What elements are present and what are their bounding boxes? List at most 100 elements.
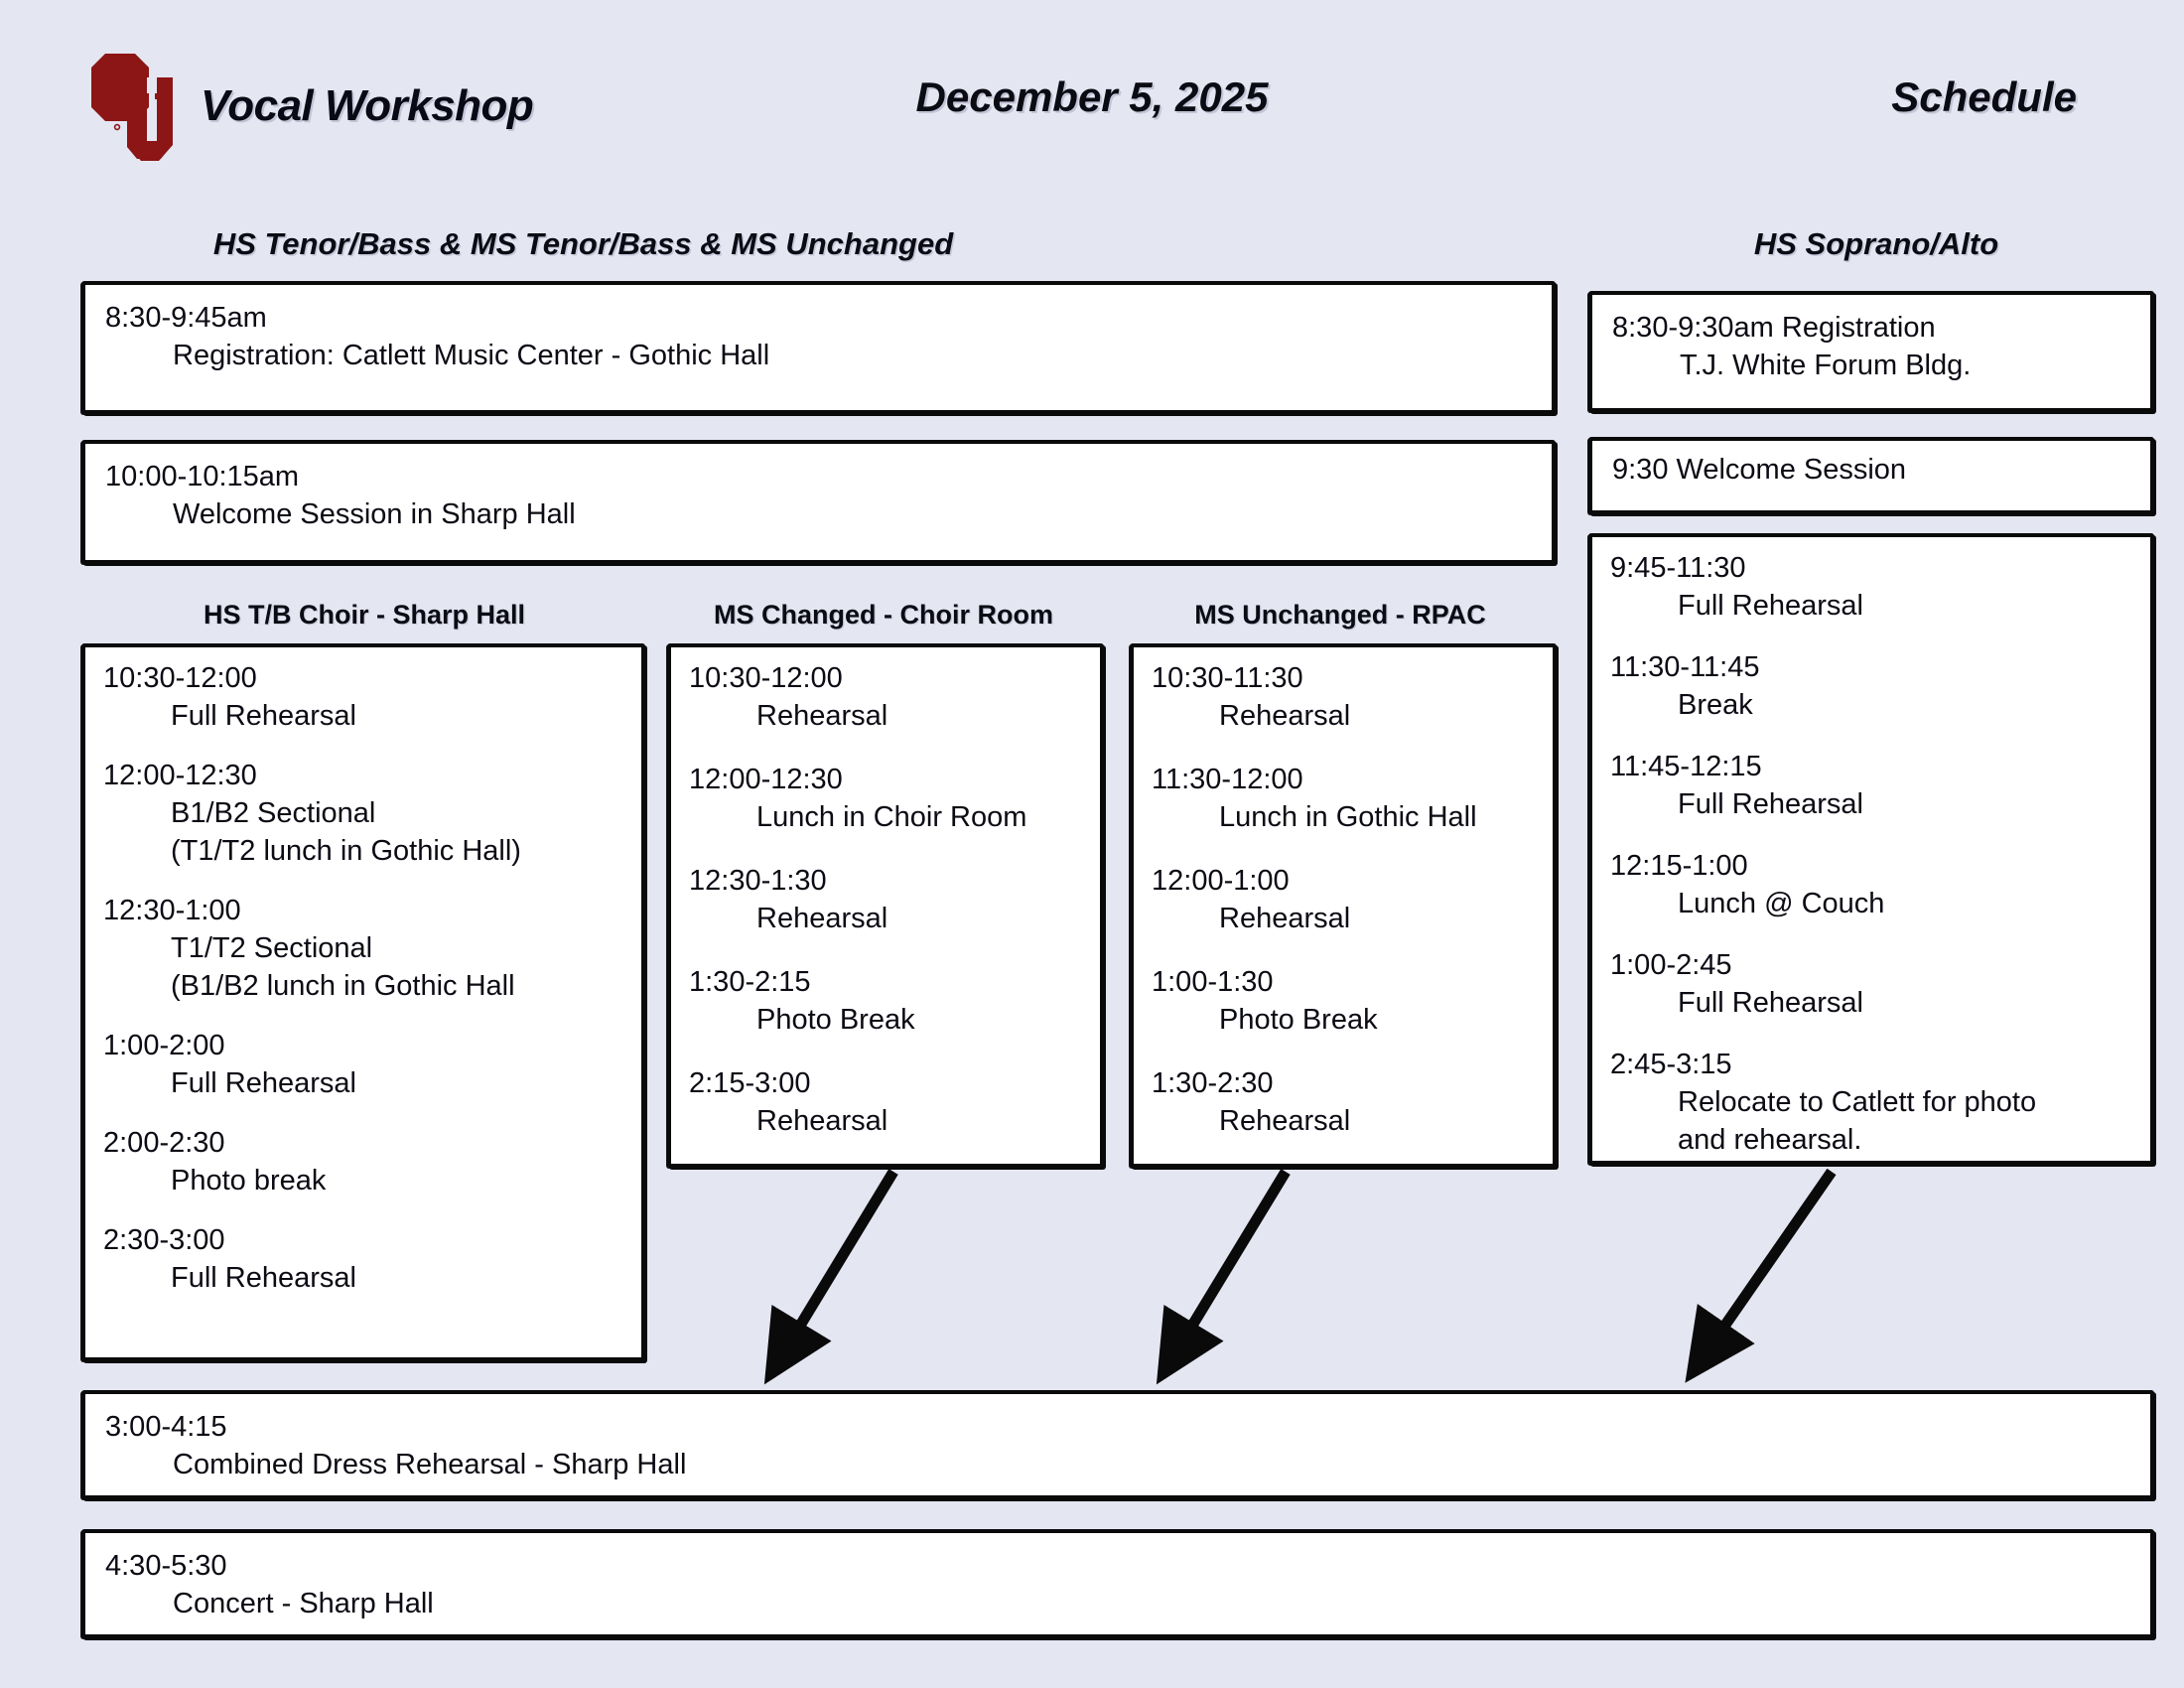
heading-ms-unchanged: MS Unchanged - RPAC: [1194, 600, 1486, 630]
entry-desc: Full Rehearsal: [1678, 788, 1863, 820]
entry-time: 10:30-12:00: [103, 662, 257, 694]
entry-time: 12:00-1:00: [1152, 865, 1290, 897]
header-date: December 5, 2025: [915, 73, 1269, 120]
box-combined-dress-rehearsal: 3:00-4:15 Combined Dress Rehearsal - Sha…: [81, 1390, 2154, 1499]
entry-desc-secondary: (T1/T2 lunch in Gothic Hall): [171, 835, 521, 867]
entry-time: 2:00-2:30: [103, 1127, 225, 1159]
entry-time: 9:30 Welcome Session: [1612, 454, 1907, 486]
entry-time: 4:30-5:30: [105, 1550, 227, 1582]
entry-desc: Rehearsal: [756, 700, 888, 732]
entry-desc: Combined Dress Rehearsal - Sharp Hall: [173, 1449, 687, 1480]
brand-title: Vocal Workshop: [201, 81, 534, 130]
page-title: Schedule: [1891, 73, 2077, 120]
box-registration-right: 8:30-9:30am Registration T.J. White Foru…: [1588, 291, 2154, 412]
entry-spacer: [1610, 625, 2136, 648]
entry-desc: Full Rehearsal: [1678, 590, 1863, 622]
entry-time: 12:00-12:30: [103, 760, 257, 791]
flow-arrow: [1685, 1168, 1837, 1383]
entry-spacer: [1610, 724, 2136, 748]
entry-time: 12:00-12:30: [689, 764, 843, 795]
entry-time: 1:30-2:30: [1152, 1067, 1274, 1099]
entry-desc: Full Rehearsal: [171, 700, 356, 732]
entry-time: 1:30-2:15: [689, 966, 811, 998]
entry-desc: Photo Break: [1219, 1004, 1378, 1036]
entry-desc: Lunch in Gothic Hall: [1219, 801, 1477, 833]
entry-desc: Registration: Catlett Music Center - Got…: [173, 340, 770, 371]
entry-spacer: [1152, 735, 1539, 761]
entry-spacer: [103, 870, 627, 892]
entry-desc: T.J. White Forum Bldg.: [1680, 350, 1972, 381]
entry-time: 11:45-12:15: [1610, 751, 1762, 782]
entry-desc-secondary: and rehearsal.: [1678, 1124, 1862, 1156]
entry-desc: Rehearsal: [756, 903, 888, 934]
entry-spacer: [1152, 1039, 1539, 1064]
box-concert: 4:30-5:30 Concert - Sharp Hall: [81, 1529, 2154, 1638]
entry-time: 10:00-10:15am: [105, 461, 300, 492]
heading-right-group: HS Soprano/Alto: [1753, 226, 1999, 261]
ou-logo-icon: [91, 54, 173, 161]
entry-desc: Welcome Session in Sharp Hall: [173, 498, 576, 530]
box-content: 8:30-9:30am Registration T.J. White Foru…: [1612, 309, 2136, 384]
entry-time: 8:30-9:45am: [105, 302, 267, 334]
box-content: 4:30-5:30 Concert - Sharp Hall: [105, 1547, 2136, 1622]
entry-spacer: [103, 1102, 627, 1124]
entry-time: 10:30-12:00: [689, 662, 843, 694]
box-welcome-right: 9:30 Welcome Session: [1588, 437, 2154, 514]
entry-time: 3:00-4:15: [105, 1411, 227, 1443]
entry-time: 9:45-11:30: [1610, 552, 1746, 584]
schedule-entry: 10:00-10:15am Welcome Session in Sharp H…: [105, 458, 1538, 533]
entry-desc: Lunch in Choir Room: [756, 801, 1027, 833]
entry-spacer: [103, 735, 627, 757]
entry-spacer: [1610, 1022, 2136, 1046]
entry-desc: Rehearsal: [1219, 700, 1351, 732]
flow-arrow: [1156, 1169, 1291, 1385]
entry-time: 11:30-11:45: [1610, 651, 1760, 683]
entry-time: 1:00-2:00: [103, 1030, 225, 1061]
entry-spacer: [1152, 937, 1539, 963]
box-welcome-left: 10:00-10:15am Welcome Session in Sharp H…: [81, 440, 1556, 564]
flow-arrow: [763, 1169, 898, 1385]
box-content: 9:30 Welcome Session: [1612, 451, 2136, 489]
entry-desc-secondary: (B1/B2 lunch in Gothic Hall: [171, 970, 515, 1002]
entry-desc: Concert - Sharp Hall: [173, 1588, 434, 1619]
schedule-entry: 3:00-4:15 Combined Dress Rehearsal - Sha…: [105, 1408, 2136, 1483]
schedule-entry: 8:30-9:30am Registration T.J. White Foru…: [1612, 309, 2136, 384]
box-content: 8:30-9:45am Registration: Catlett Music …: [105, 299, 1538, 374]
entry-desc: Rehearsal: [1219, 903, 1351, 934]
entry-time: 10:30-11:30: [1152, 662, 1303, 694]
box-content: 10:00-10:15am Welcome Session in Sharp H…: [105, 458, 1538, 533]
entry-desc: B1/B2 Sectional: [171, 797, 376, 829]
schedule-entry: 9:30 Welcome Session: [1612, 451, 2136, 489]
entry-desc: Break: [1678, 689, 1753, 721]
entry-spacer: [689, 937, 1086, 963]
entry-spacer: [1610, 922, 2136, 946]
entry-desc: Rehearsal: [1219, 1105, 1351, 1137]
entry-time: 2:15-3:00: [689, 1067, 811, 1099]
box-registration-left: 8:30-9:45am Registration: Catlett Music …: [81, 281, 1556, 414]
heading-hs-tb: HS T/B Choir - Sharp Hall: [203, 600, 526, 630]
entry-time: 11:30-12:00: [1152, 764, 1303, 795]
entry-time: 12:15-1:00: [1610, 850, 1748, 882]
entry-spacer: [1152, 836, 1539, 862]
